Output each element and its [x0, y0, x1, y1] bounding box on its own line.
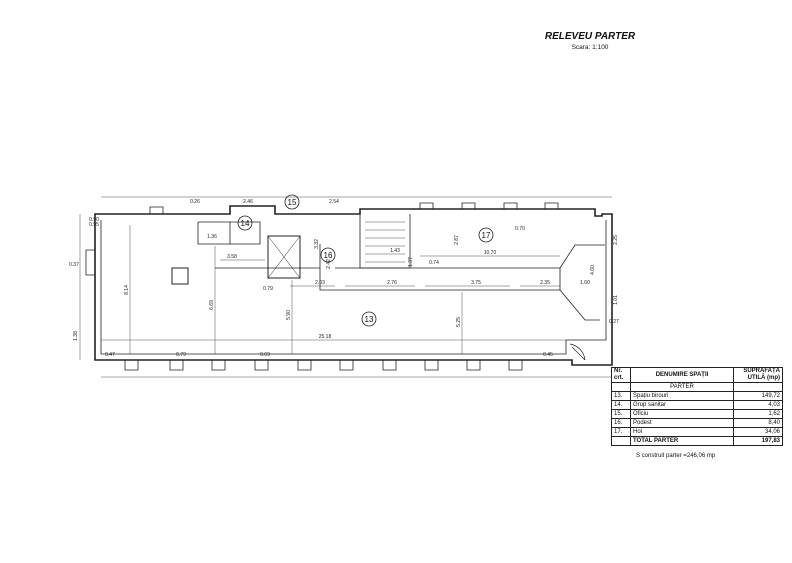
drawing-scale: Scara: 1:100 — [571, 44, 609, 51]
dim-bottom-3: 0.69 — [260, 352, 270, 358]
table-row: 17. Hol 34,06 — [611, 427, 783, 437]
room-13-label: 13 — [365, 315, 374, 324]
window-niches-bottom — [124, 360, 523, 371]
dim-right-1: 4.60 — [590, 265, 596, 275]
dim-bottom-2: 0.79 — [176, 352, 186, 358]
dim-corridor: 3.58 — [227, 254, 237, 260]
stair-steps — [365, 221, 405, 263]
area-legend-table: Nr. crt. DENUMIRE SPAȚII SUPRAFAȚA UTILĂ… — [611, 367, 783, 446]
dim-stair-side: 1.37 — [408, 257, 414, 267]
dim-stair-width: 1.43 — [390, 248, 400, 254]
table-row: 13. Spațiu birouri 149,72 — [611, 391, 783, 401]
room-17-label: 17 — [482, 231, 491, 240]
dim-bottom-1: 0.47 — [105, 352, 115, 358]
dim-top-1: 2.46 — [243, 199, 253, 205]
dim-right-4: 1.01 — [613, 295, 619, 305]
partition-wc-right — [230, 221, 261, 245]
dim-depth-right: 5.25 — [456, 317, 462, 327]
dim-bottom-4: 0.45 — [543, 352, 553, 358]
left-wall-niche — [85, 249, 95, 276]
window-niches-top — [149, 202, 559, 214]
dim-left-4: 1.38 — [73, 331, 79, 341]
dim-hall-length: 10.70 — [484, 250, 497, 256]
room-15-label: 15 — [288, 198, 297, 207]
entry-door — [569, 343, 586, 361]
dim-right-2: 0.27 — [609, 319, 619, 325]
dim-lift: 0.79 — [263, 286, 273, 292]
dim-depth-mid: 6.69 — [209, 300, 215, 310]
outer-wall — [94, 205, 613, 366]
pillar — [171, 267, 189, 285]
dim-depth-center: 5.90 — [286, 310, 292, 320]
dim-top-2: 2.54 — [329, 199, 339, 205]
dim-depth-left: 8.14 — [124, 285, 130, 295]
partition-wc — [197, 221, 231, 245]
dim-top-3: 0.26 — [190, 199, 200, 205]
table-row: 16. Podest 8,40 — [611, 418, 783, 428]
table-row: 14. Grup sanitar 4,03 — [611, 400, 783, 410]
dim-wc: 1.36 — [207, 234, 217, 240]
dim-stair-depth: 3.32 — [314, 239, 320, 249]
dim-left-3: 0.90 — [89, 217, 99, 223]
dim-left-1: 0.95 — [89, 222, 99, 228]
lift-diagonals — [267, 235, 301, 279]
dim-seg-1: 2.03 — [315, 280, 325, 286]
dim-seg-2: 2.76 — [387, 280, 397, 286]
inner-wall-line — [100, 220, 607, 355]
legend-header-area: SUPRAFAȚA UTILĂ (mp) — [733, 367, 783, 383]
legend-header-nr: Nr. crt. — [611, 367, 631, 383]
dim-seg-4: 2.35 — [540, 280, 550, 286]
dim-niche-1: 0.70 — [515, 226, 525, 232]
table-row: 15. Oficiu 1,62 — [611, 409, 783, 419]
dim-podest: 2.42 — [326, 259, 332, 269]
partition-hall — [335, 267, 561, 291]
room-16-label: 16 — [324, 251, 333, 260]
table-total-row: TOTAL PARTER 197,83 — [611, 436, 783, 446]
dim-right-3: 2.25 — [613, 235, 619, 245]
dim-niche-2: 0.74 — [429, 260, 439, 266]
legend-total-value: 197,83 — [733, 436, 783, 446]
dim-length: 25.18 — [319, 334, 332, 340]
room-14-label: 14 — [241, 219, 250, 228]
built-area-note: S construit parter =246,06 mp — [636, 453, 716, 459]
partition-hall-right — [559, 244, 605, 321]
legend-total-label: TOTAL PARTER — [630, 436, 734, 446]
dim-hall-depth: 2.87 — [454, 235, 460, 245]
dimension-lines — [79, 196, 612, 378]
dim-seg-3: 3.75 — [471, 280, 481, 286]
legend-header-name: DENUMIRE SPAȚII — [630, 367, 734, 383]
drawing-title: RELEVEU PARTER — [544, 31, 636, 42]
legend-section: PARTER — [630, 382, 734, 392]
dim-entry: 1.60 — [580, 280, 590, 286]
dim-left-2: 0.37 — [69, 262, 79, 268]
